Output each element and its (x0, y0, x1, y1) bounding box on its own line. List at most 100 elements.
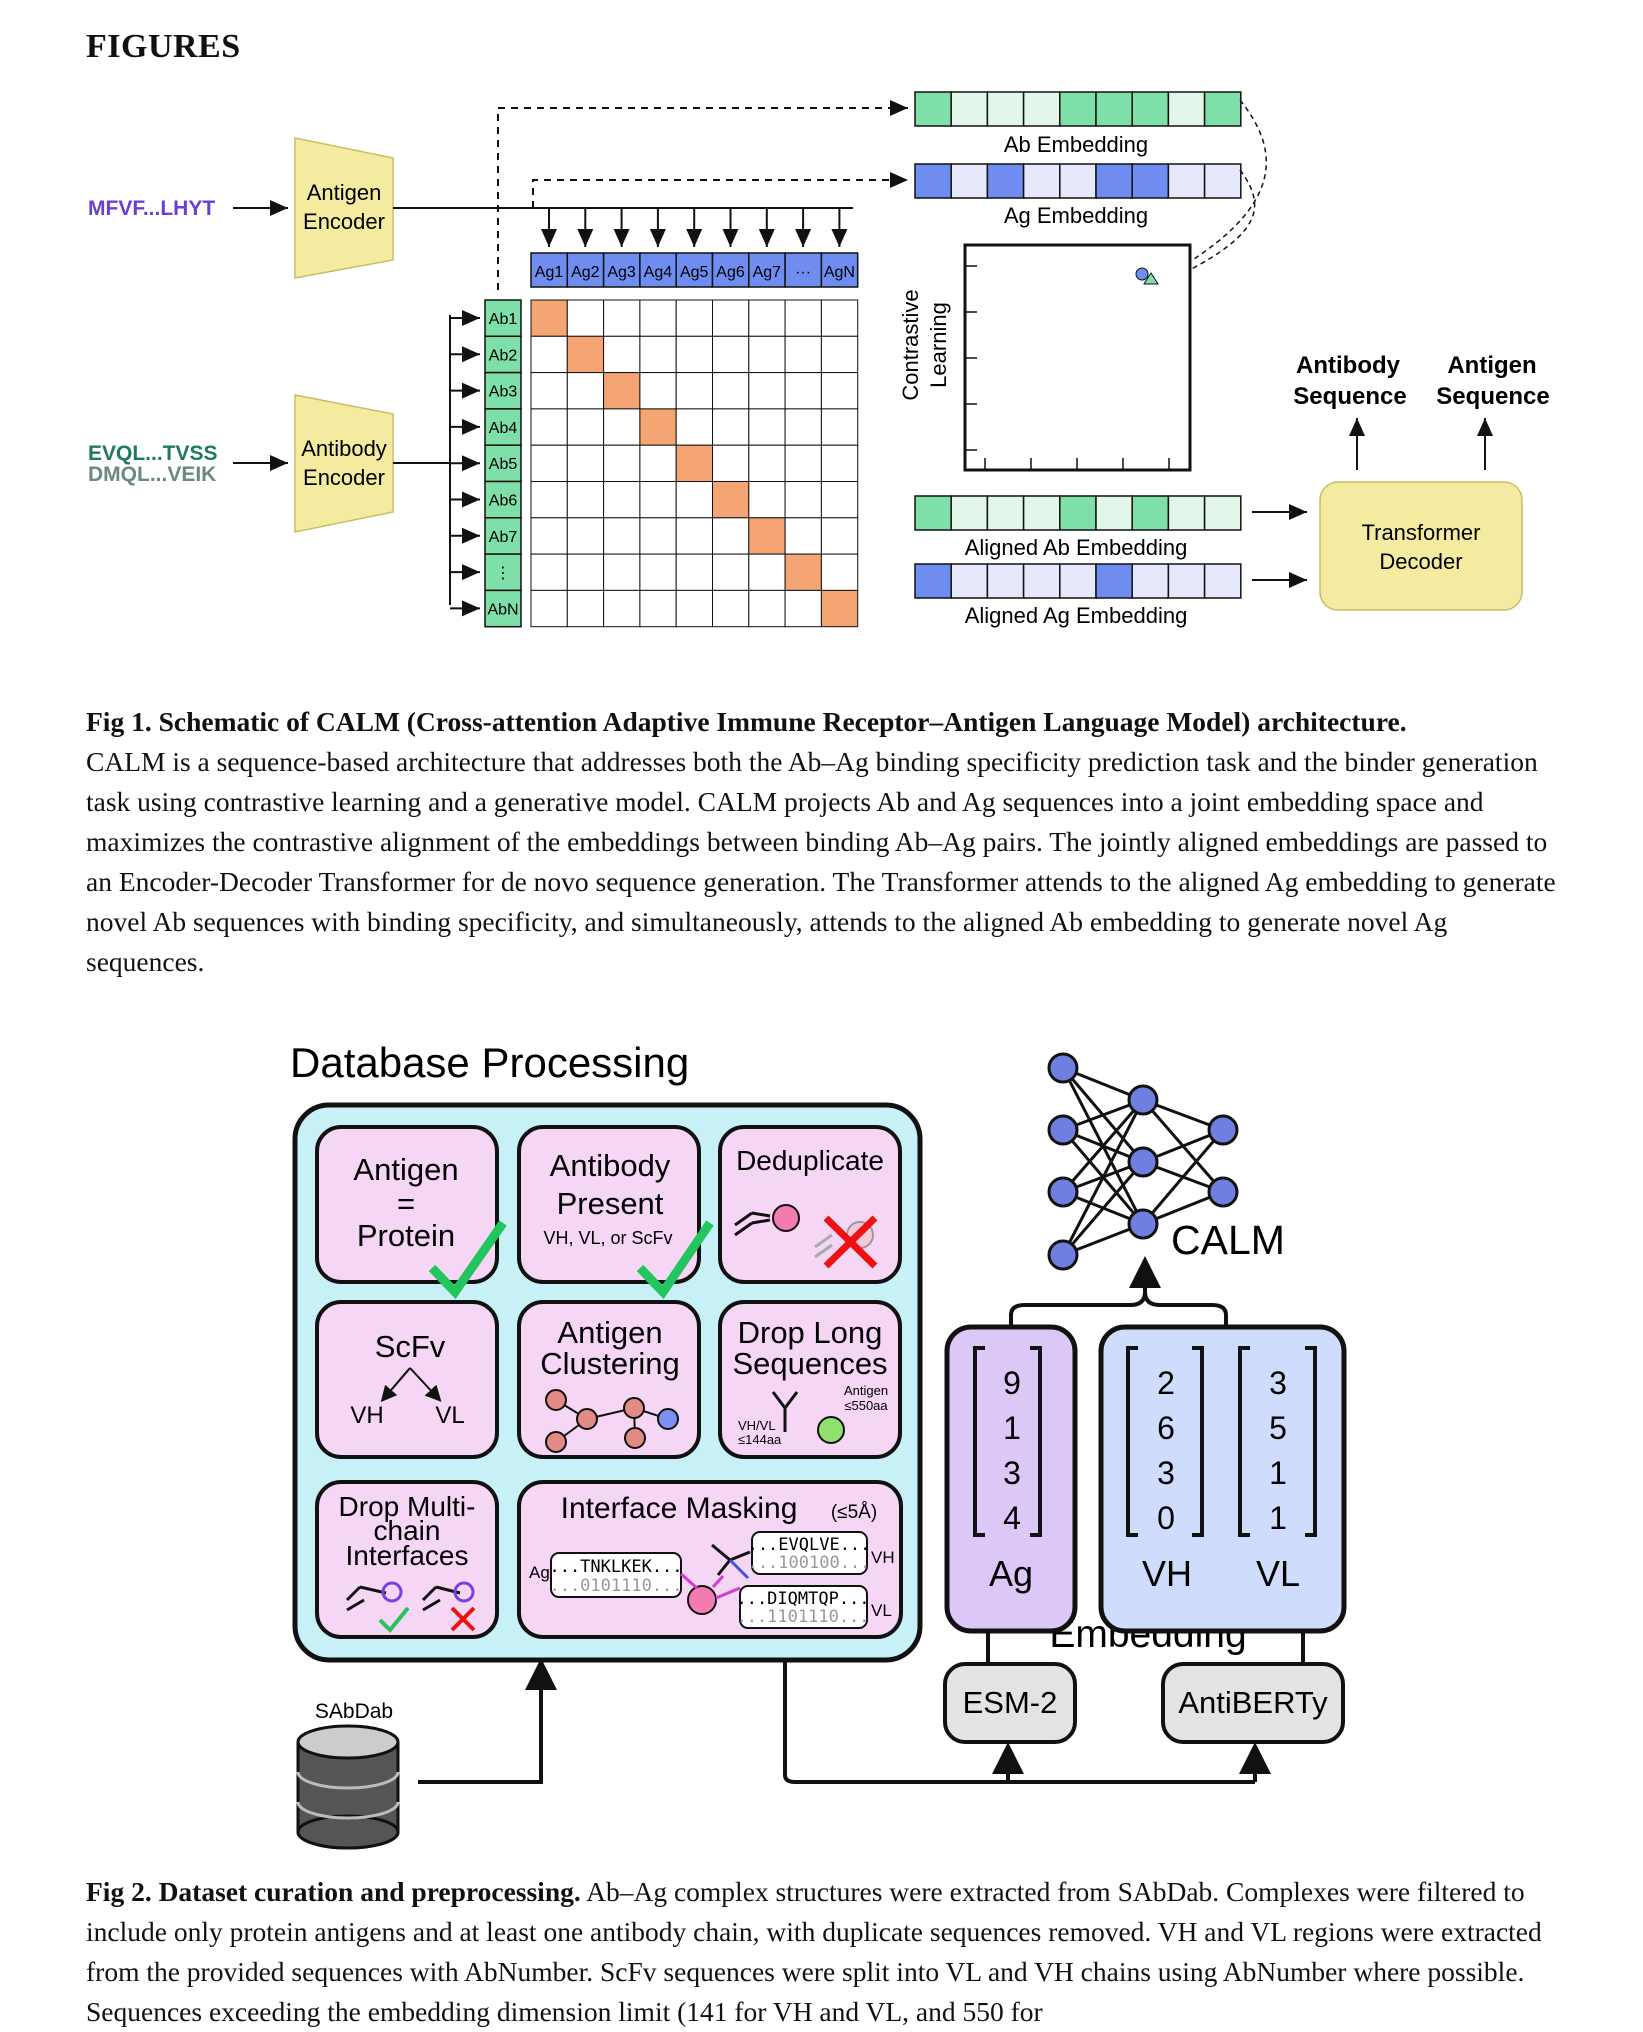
similarity-cell (566, 517, 605, 555)
similarity-cell (784, 299, 822, 337)
antigen-encoder-label-2: Encoder (303, 209, 385, 234)
antibody-sequence-input-2: DMQL...VEIK (88, 463, 216, 486)
svg-text:Ag: Ag (989, 1553, 1033, 1594)
check-icon (378, 1606, 410, 1633)
embedding-cell (950, 91, 989, 127)
antibody-sequence-output-1: Antibody (1296, 352, 1401, 379)
similarity-cell (530, 589, 568, 628)
box-antibody-present (517, 1125, 701, 1284)
svg-text:=: = (397, 1186, 415, 1221)
antibody-encoder-label-1: Antibody (301, 436, 387, 461)
embedding-cell (986, 563, 1025, 599)
similarity-cell (784, 481, 822, 519)
similarity-cell (566, 481, 605, 519)
similarity-cell (712, 372, 750, 410)
svg-text:Drop Multi-: Drop Multi- (339, 1491, 476, 1522)
similarity-cell (603, 335, 641, 374)
embedding-cell (1059, 163, 1097, 199)
similarity-cell (820, 372, 859, 410)
ab-column-cell (484, 553, 522, 592)
antibody-icon (734, 1211, 771, 1237)
svg-text:VL: VL (871, 1601, 892, 1620)
similarity-cell (639, 372, 677, 410)
embedding-cell (914, 495, 952, 531)
fig2-caption-title: Fig 2. Dataset curation and preprocessin… (86, 1876, 581, 1907)
antibody-icon (771, 1391, 799, 1432)
embedding-cell (1059, 563, 1097, 599)
ab-column-label: Ab4 (489, 420, 518, 437)
similarity-cell (748, 553, 786, 591)
aligned-ab-embedding-bar (914, 495, 1242, 531)
similarity-cell (603, 517, 641, 555)
similarity-cell (820, 589, 859, 628)
similarity-cell (603, 553, 641, 591)
similarity-cell (675, 589, 714, 628)
fig2-caption: Fig 2. Dataset curation and preprocessin… (86, 1872, 1556, 2032)
embedding-cell (1095, 563, 1133, 599)
embedding-cell (1059, 91, 1097, 127)
similarity-cell (712, 408, 750, 446)
ab-column-label: Ab5 (489, 456, 518, 473)
similarity-cell (566, 553, 605, 591)
svg-text:...100100...: ...100100... (748, 1553, 871, 1573)
embedding-cell (1131, 495, 1170, 531)
svg-text:Protein: Protein (357, 1218, 455, 1253)
check-icon (428, 1220, 507, 1300)
similarity-cell (530, 335, 568, 374)
box-antigen-protein (315, 1125, 499, 1284)
ab-column-label: Ab1 (489, 311, 518, 328)
similarity-cell (639, 517, 677, 555)
box-scfv (315, 1300, 499, 1459)
svg-text:AntiBERTy: AntiBERTy (1178, 1685, 1328, 1720)
ag-header-label: AgN (824, 264, 855, 281)
similarity-cell (530, 299, 568, 337)
ag-header-cell (566, 252, 605, 288)
calm-network-icon (1047, 1052, 1239, 1271)
ag-header-cell (748, 252, 786, 288)
embedding-digit: 9 (1003, 1365, 1021, 1401)
similarity-cell (712, 299, 750, 337)
embedding-cell (1095, 163, 1133, 199)
embedding-cell (1203, 91, 1242, 127)
svg-text:...1101110...: ...1101110... (736, 1607, 869, 1627)
embedding-cell (1203, 563, 1242, 599)
embedding-cell (1167, 163, 1206, 199)
embedding-cell (1167, 563, 1206, 599)
ag-header-label: Ag1 (535, 264, 564, 281)
similarity-cell (566, 408, 605, 446)
similarity-cell (675, 335, 714, 374)
transformer-label-2: Decoder (1379, 549, 1462, 574)
contrastive-label-1: Contrastive (898, 289, 923, 400)
embedding-cell (986, 495, 1025, 531)
ag-embedding-bar (914, 163, 1242, 199)
contrastive-plot (963, 243, 1192, 472)
antigen-sequence-output-2: Sequence (1436, 383, 1549, 410)
cross-icon (823, 1215, 878, 1269)
svg-text:ESM-2: ESM-2 (963, 1685, 1058, 1720)
ab-column-label: Ab6 (489, 493, 518, 510)
svg-text:Antigen: Antigen (844, 1383, 888, 1398)
ab-column-label: Ab7 (489, 529, 518, 546)
embedding-cell (1095, 495, 1133, 531)
ab-column-cell (484, 517, 522, 555)
svg-text:Antibody: Antibody (550, 1148, 671, 1183)
svg-text:≤550aa: ≤550aa (844, 1398, 888, 1413)
ab-embedding-bar (914, 91, 1242, 127)
similarity-cell (603, 372, 641, 410)
ag-header-label: Ag6 (716, 264, 745, 281)
fig1-caption-body: CALM is a sequence-based architecture th… (86, 746, 1556, 977)
similarity-cell (784, 444, 822, 483)
similarity-cell (603, 408, 641, 446)
svg-text:VH: VH (350, 1402, 383, 1429)
similarity-cell (784, 517, 822, 555)
embedding-cell (1022, 163, 1061, 199)
similarity-cell (566, 335, 605, 374)
ab-column-label: ⋮ (495, 565, 511, 582)
embedding-cell (1131, 563, 1170, 599)
aligned-ab-label: Aligned Ab Embedding (965, 535, 1188, 560)
svg-text:Interfaces: Interfaces (346, 1540, 469, 1571)
embedding-cell (914, 563, 952, 599)
similarity-cell (530, 553, 568, 591)
ab-embedding-label: Ab Embedding (1004, 132, 1148, 157)
embedding-digit: 2 (1157, 1365, 1175, 1401)
